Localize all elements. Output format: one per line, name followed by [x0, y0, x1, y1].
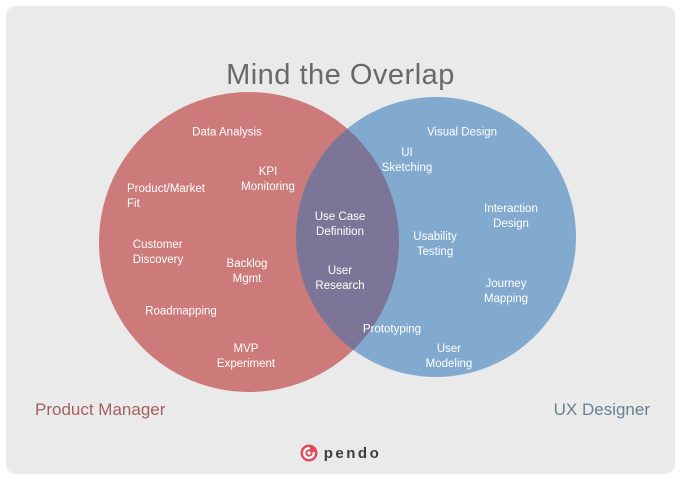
venn-item-use-case-definition: Use Case Definition — [314, 210, 366, 238]
venn-item-backlog-mgmt: Backlog Mgmt — [226, 257, 268, 285]
page-title: Mind the Overlap — [226, 59, 455, 92]
brand-footer: pendo — [0, 444, 681, 462]
venn-item-interaction-design: Interaction Design — [484, 202, 538, 230]
pendo-wordmark: pendo — [323, 444, 382, 462]
venn-item-visual-design: Visual Design — [426, 126, 498, 139]
venn-item-prototyping: Prototyping — [362, 323, 422, 336]
venn-item-data-analysis: Data Analysis — [192, 126, 262, 139]
right-circle-label: UX Designer — [553, 400, 650, 419]
pendo-logo-icon — [300, 444, 318, 462]
venn-item-kpi-monitoring: KPI Monitoring — [241, 165, 295, 193]
venn-item-ui-sketching: UI Sketching — [381, 146, 433, 174]
left-circle-label: Product Manager — [35, 400, 166, 419]
venn-item-user-modeling: User Modeling — [425, 342, 473, 370]
venn-item-mvp-experiment: MVP Experiment — [216, 342, 276, 370]
overlap-region — [296, 97, 399, 377]
venn-item-customer-discovery: Customer Discovery — [132, 238, 184, 266]
venn-item-usability-testing: Usability Testing — [413, 230, 457, 258]
venn-item-roadmapping: Roadmapping — [145, 305, 217, 318]
venn-item-journey-mapping: Journey Mapping — [483, 277, 529, 305]
venn-item-product-market-fit: Product/Market Fit — [127, 182, 205, 210]
venn-item-user-research: User Research — [315, 264, 365, 292]
